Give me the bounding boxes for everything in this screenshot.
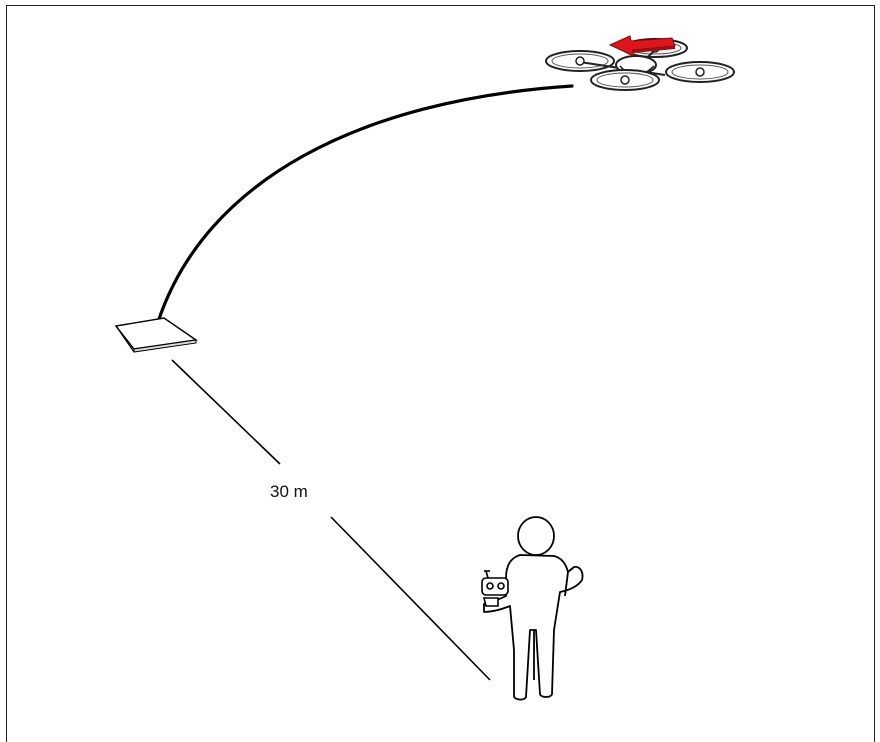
distance-line-upper — [172, 360, 280, 464]
pilot-icon — [484, 517, 583, 700]
drone-icon — [546, 36, 734, 90]
distance-line-lower — [331, 517, 490, 680]
landing-pad-icon — [116, 318, 196, 352]
flight-path-arc — [158, 86, 572, 322]
distance-label: 30 m — [270, 482, 308, 502]
